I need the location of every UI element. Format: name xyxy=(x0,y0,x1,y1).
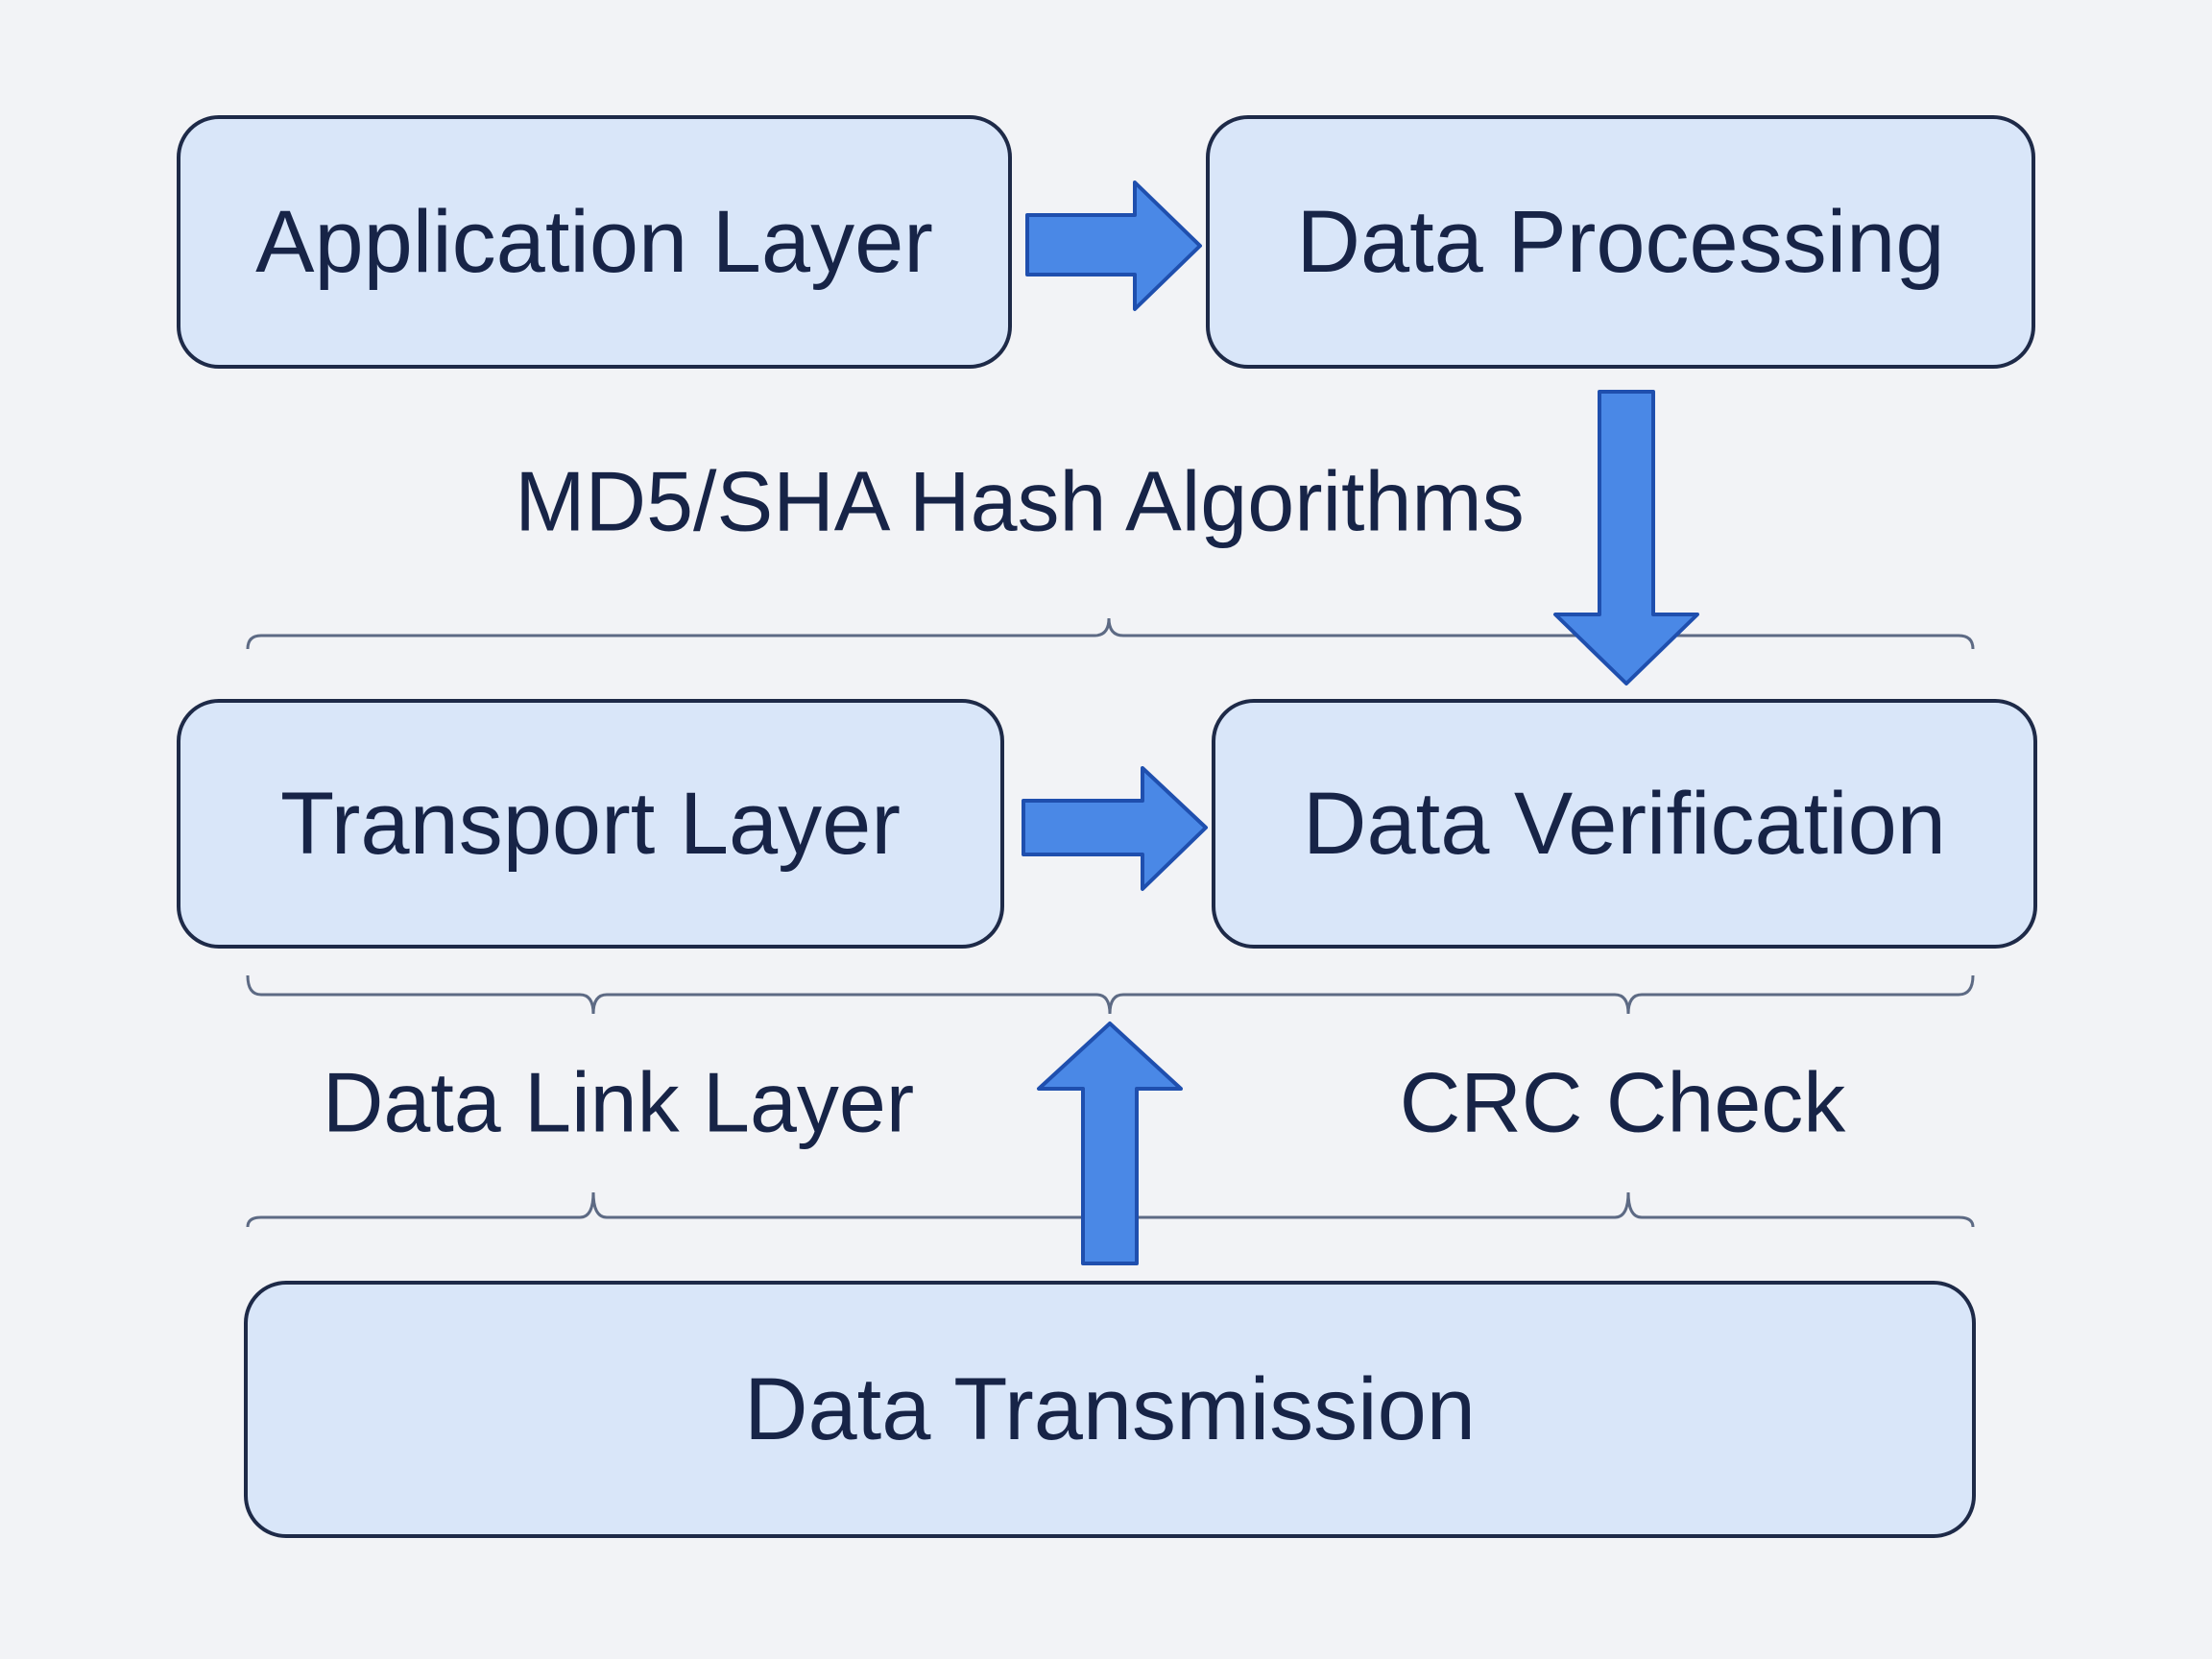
transport-layer-node: Transport Layer xyxy=(177,699,1004,949)
data-processing-node: Data Processing xyxy=(1206,115,2035,369)
arrow-application-to-processing xyxy=(1025,180,1202,311)
crc-check-label: CRC Check xyxy=(1400,1055,1847,1150)
data-processing-label: Data Processing xyxy=(1297,193,1945,291)
data-verification-node: Data Verification xyxy=(1212,699,2037,949)
data-transmission-node: Data Transmission xyxy=(244,1281,1976,1538)
application-layer-node: Application Layer xyxy=(177,115,1012,369)
data-transmission-label: Data Transmission xyxy=(744,1360,1476,1458)
hash-brace xyxy=(246,617,1975,650)
data-verification-label: Data Verification xyxy=(1303,775,1946,873)
upper-brace-row xyxy=(246,974,1975,1015)
arrow-processing-to-verification xyxy=(1553,390,1699,685)
application-layer-label: Application Layer xyxy=(255,193,933,291)
transport-layer-label: Transport Layer xyxy=(280,775,901,873)
arrow-transmission-to-verification xyxy=(1037,1022,1183,1265)
data-link-layer-label: Data Link Layer xyxy=(323,1055,914,1150)
hash-algorithms-label: MD5/SHA Hash Algorithms xyxy=(515,454,1525,549)
arrow-transport-to-verification xyxy=(1022,766,1208,891)
